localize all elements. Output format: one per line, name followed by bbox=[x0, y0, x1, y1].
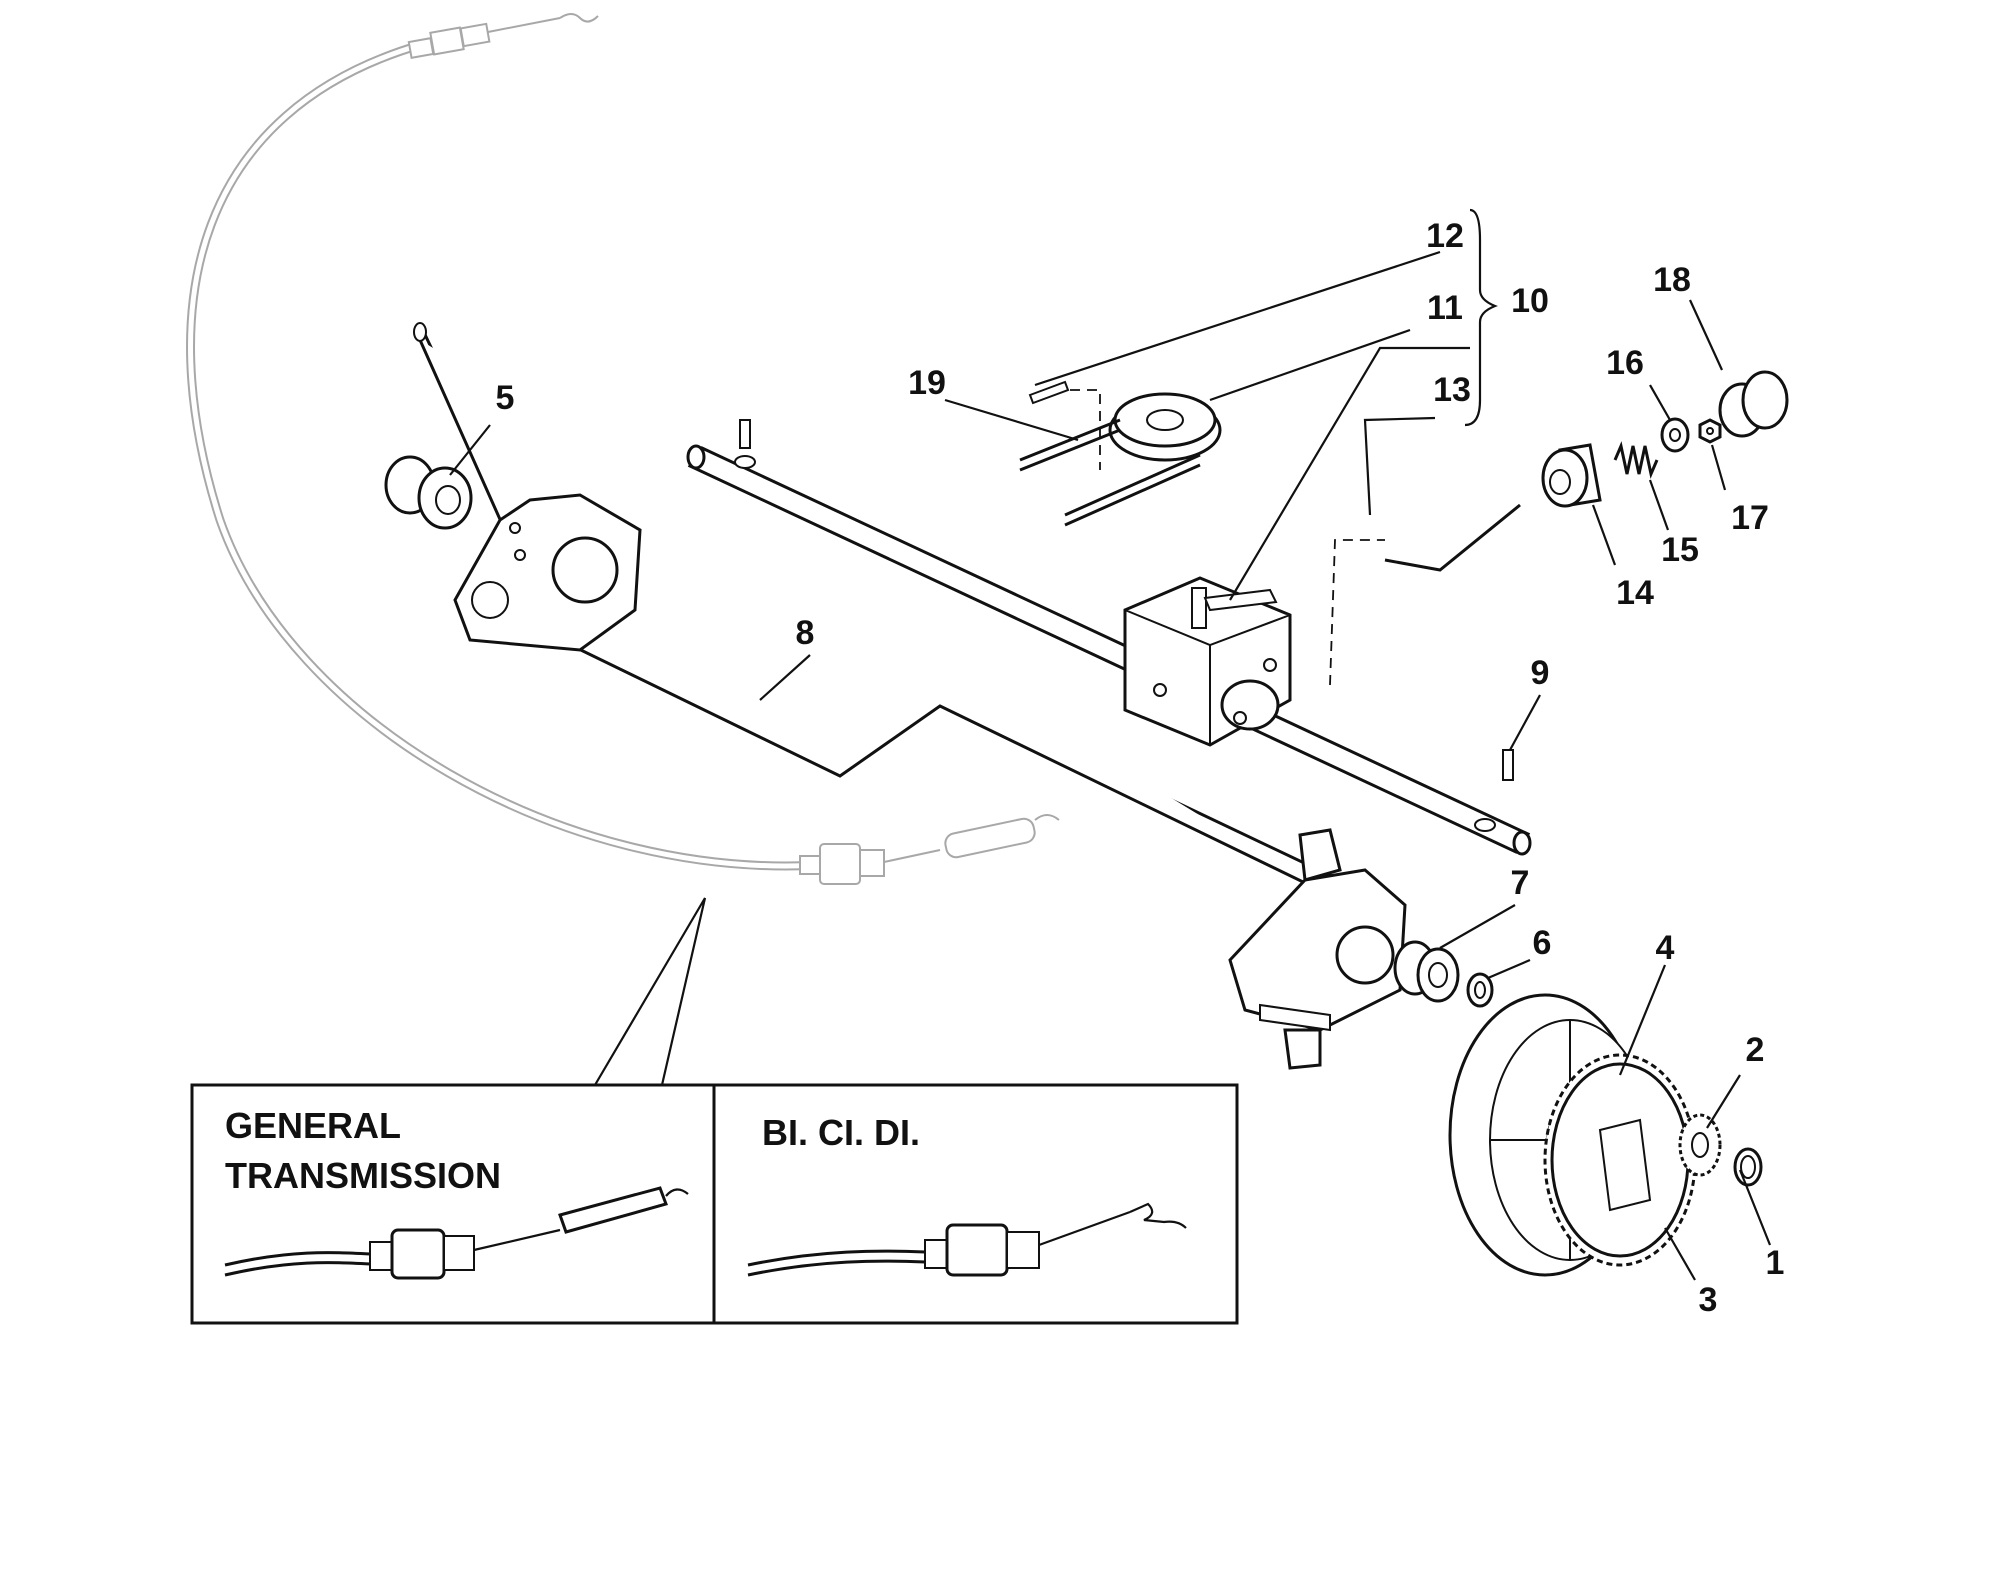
part-label-17: 17 bbox=[1731, 499, 1769, 537]
spring-part-15 bbox=[1613, 441, 1659, 479]
part-label-5: 5 bbox=[496, 379, 515, 417]
part-label-11: 11 bbox=[1427, 289, 1463, 327]
cap-part-18 bbox=[1718, 370, 1789, 438]
cable-variants-inset: GENERAL TRANSMISSION BI. CI. DI. bbox=[190, 897, 1239, 1325]
part-label-6: 6 bbox=[1533, 924, 1552, 962]
pin-part-9 bbox=[1502, 749, 1514, 781]
key-part-12 bbox=[1028, 380, 1070, 405]
cable-bottom-fitting bbox=[799, 814, 1060, 885]
general-transmission-cable-illustration bbox=[224, 1186, 689, 1280]
part-label-16: 16 bbox=[1606, 344, 1644, 382]
bearing-part-7 bbox=[1393, 940, 1460, 1003]
biclidi-cable-illustration bbox=[747, 1202, 1187, 1277]
cable-top-fitting bbox=[407, 13, 599, 59]
washer-part-16 bbox=[1660, 417, 1690, 453]
inset-title-general-line1: GENERAL bbox=[225, 1105, 401, 1146]
part-label-1: 1 bbox=[1766, 1244, 1785, 1282]
part-label-8: 8 bbox=[796, 614, 815, 652]
part-label-4: 4 bbox=[1656, 929, 1675, 967]
part-label-9: 9 bbox=[1531, 654, 1550, 692]
inset-title-general-line2: TRANSMISSION bbox=[225, 1155, 501, 1196]
housing-part-14 bbox=[1541, 443, 1602, 508]
rod-part-13 bbox=[1384, 503, 1521, 572]
part-label-3: 3 bbox=[1699, 1281, 1718, 1319]
washer-part-6 bbox=[1466, 972, 1494, 1008]
part-label-7: 7 bbox=[1511, 864, 1530, 902]
pulley-part-11 bbox=[1108, 392, 1222, 462]
gearbox bbox=[1123, 576, 1292, 747]
nut-part-17 bbox=[1698, 418, 1722, 444]
part-label-2: 2 bbox=[1746, 1031, 1765, 1069]
cranked-height-rod bbox=[413, 322, 1341, 898]
left-wheel-bracket bbox=[453, 493, 642, 652]
part-label-10: 10 bbox=[1511, 282, 1549, 320]
part-label-18: 18 bbox=[1653, 261, 1691, 299]
part-label-19: 19 bbox=[908, 364, 946, 402]
right-wheel-bracket bbox=[1228, 828, 1407, 1070]
gear-part-3 bbox=[1543, 1053, 1697, 1267]
part-label-15: 15 bbox=[1661, 531, 1699, 569]
part-label-12: 12 bbox=[1426, 217, 1464, 255]
part-number-labels: 1 2 3 4 5 6 7 8 9 10 11 12 13 14 15 16 1… bbox=[496, 217, 1785, 1319]
belt-part-19 bbox=[1019, 418, 1201, 527]
part-label-13: 13 bbox=[1433, 371, 1471, 409]
leader-lines bbox=[449, 250, 1772, 1281]
circlip-part-1 bbox=[1733, 1147, 1763, 1187]
pinion-part-2 bbox=[1678, 1113, 1722, 1177]
control-cable bbox=[186, 13, 1060, 885]
wheel-hub-part-5 bbox=[384, 455, 473, 530]
part-label-14: 14 bbox=[1616, 574, 1654, 612]
inset-title-biclidi: BI. CI. DI. bbox=[762, 1112, 920, 1153]
